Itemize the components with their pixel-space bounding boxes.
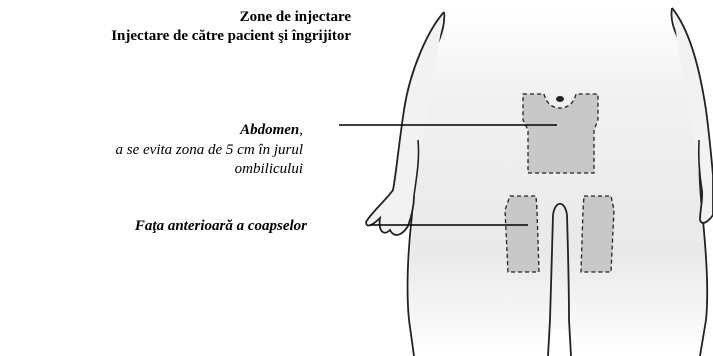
navel-icon	[556, 96, 564, 102]
left-thigh-zone	[505, 196, 539, 272]
right-thigh-zone	[581, 196, 614, 272]
body-silhouette	[409, 8, 708, 356]
